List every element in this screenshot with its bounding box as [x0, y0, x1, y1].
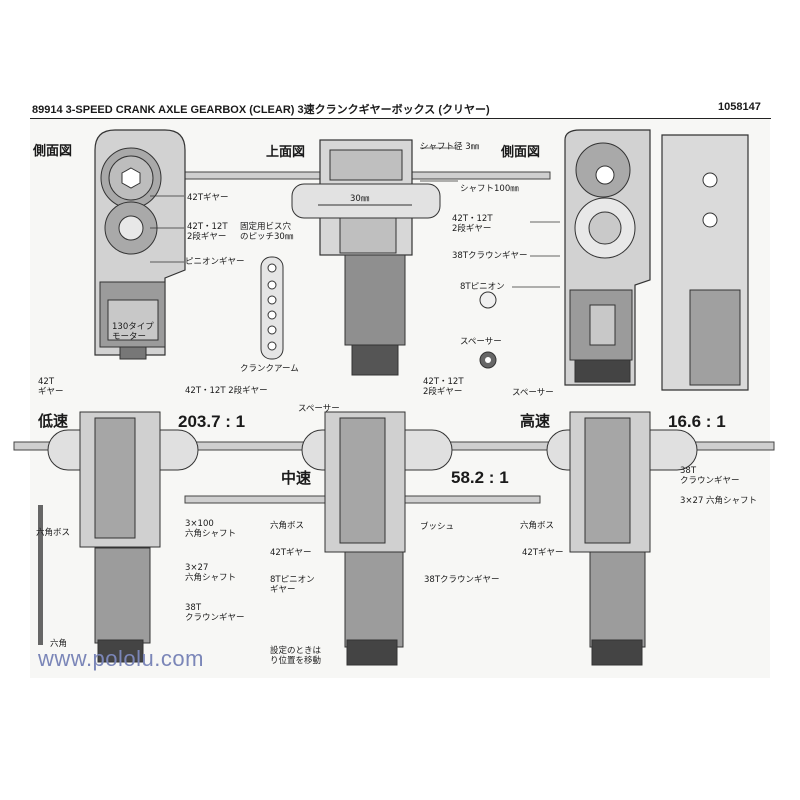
view-title-right-side: 側面図 [501, 145, 541, 160]
label-right-42t-12t: 42T・12T 2段ギヤー [452, 214, 493, 234]
label-crank-arm: クランクアーム [240, 364, 299, 374]
label-hex-boss-right: 六角ボス [520, 521, 555, 531]
label-42t-gear: 42Tギヤー [187, 193, 229, 203]
label-42t-gear-right: 42Tギヤー [522, 548, 564, 558]
label-38t-crown-mid: 38Tクラウンギヤー [424, 575, 500, 585]
label-pitch-note: 固定用ビス穴 のピッチ30㎜ [240, 222, 294, 242]
speed-name-low: 低速 [38, 412, 69, 430]
label-spacer: スペーサー [460, 337, 502, 347]
label-cut-text: 六角 [50, 639, 68, 649]
label-high-spacer: スペーサー [512, 388, 554, 398]
label-38t-crown-right: 38T クラウンギヤー [680, 466, 740, 486]
label-8t-pinion: 8Tピニオン [460, 282, 505, 292]
part-code: 1058147 [718, 101, 761, 113]
label-hex-boss-mid: 六角ボス [270, 521, 305, 531]
ratio-high: 16.6 : 1 [668, 412, 726, 431]
speed-name-high: 高速 [520, 412, 551, 430]
label-shaft-100: シャフト100㎜ [460, 184, 519, 194]
label-footer-note: 設定のときは り位置を移動 [270, 646, 322, 666]
label-low-42t-12t: 42T・12T 2段ギヤー [185, 386, 268, 396]
label-130-motor: 130タイプ モーター [112, 322, 154, 342]
high-speed-assembly [546, 411, 698, 666]
label-3x100-shaft: 3×100 六角シャフト [185, 519, 237, 539]
label-38t-crown-left: 38T クラウンギヤー [185, 603, 245, 623]
ratio-mid: 58.2 : 1 [451, 468, 509, 487]
pololu-watermark: www.pololu.com [38, 646, 204, 671]
crank-arm [260, 256, 284, 360]
view-title-top: 上面図 [266, 145, 306, 160]
label-3x27-shaft-left: 3×27 六角シャフト [185, 563, 237, 583]
end-view-gearbox [661, 134, 749, 391]
hex-wrench [38, 505, 43, 645]
label-38t-crown: 38Tクラウンギヤー [452, 251, 528, 261]
label-low-42t: 42T ギヤー [38, 377, 64, 397]
view-title-left-side: 側面図 [33, 144, 73, 159]
right-side-view-gearbox [564, 129, 651, 386]
low-speed-assembly [38, 411, 199, 663]
label-hex-boss-left: 六角ボス [36, 528, 71, 538]
header-rule [30, 118, 771, 119]
left-side-view-gearbox [94, 129, 186, 360]
label-dimension-30: 30㎜ [350, 194, 370, 204]
mid-speed-assembly [301, 411, 453, 666]
label-8t-pinion-mid: 8Tピニオン ギヤー [270, 575, 315, 595]
label-mid-spacer: スペーサー [298, 404, 340, 414]
label-42t-12t-gear: 42T・12T 2段ギヤー [187, 222, 228, 242]
label-pinion-gear: ピニオンギヤー [185, 257, 245, 267]
ratio-low: 203.7 : 1 [178, 412, 246, 431]
label-3x27-shaft-right: 3×27 六角シャフト [680, 496, 758, 506]
label-shaft-diameter: シャフト径 3㎜ [420, 142, 480, 152]
speed-name-mid: 中速 [281, 469, 312, 487]
label-42t-gear-mid: 42Tギヤー [270, 548, 312, 558]
label-mid-42t-12t: 42T・12T 2段ギヤー [423, 377, 464, 397]
top-view-gearbox [291, 139, 441, 376]
sheet-title: 89914 3-SPEED CRANK AXLE GEARBOX (CLEAR)… [32, 104, 490, 116]
label-bush: ブッシュ [420, 522, 455, 532]
pinion-8t-part [479, 291, 497, 309]
